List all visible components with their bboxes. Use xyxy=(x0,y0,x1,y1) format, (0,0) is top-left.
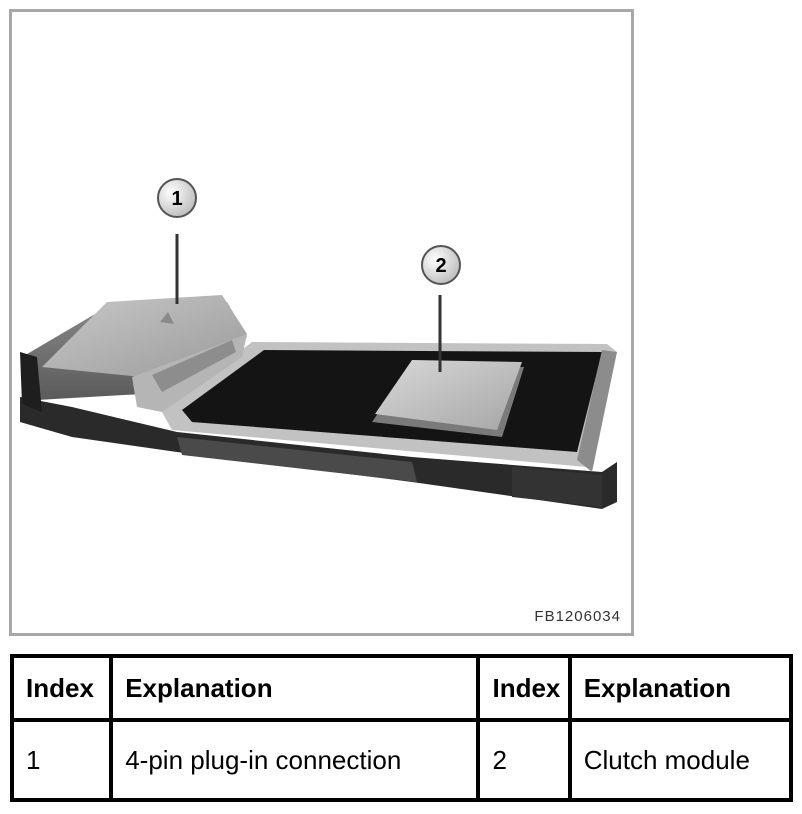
housing-end-block xyxy=(512,467,602,507)
callout-1-label: 1 xyxy=(171,188,182,210)
figure-code: FB1206034 xyxy=(534,608,621,625)
clutch-module-chip xyxy=(375,360,522,430)
component-illustration: 1 2 FB1206034 xyxy=(9,9,634,636)
legend-header-row: Index Explanation Index Explanation xyxy=(9,654,794,722)
header-index-2: Index xyxy=(476,654,572,722)
header-explanation-1: Explanation xyxy=(109,654,481,722)
cell-index-2: 2 xyxy=(476,718,572,802)
plug-arrow-marker xyxy=(160,312,174,324)
callout-2-label: 2 xyxy=(435,255,446,277)
cell-index-1: 1 xyxy=(9,718,114,802)
housing-lower-panel xyxy=(177,437,417,482)
clutch-module-drawing: 1 2 xyxy=(20,178,617,509)
legend-row: 1 4-pin plug-in connection 2 Clutch modu… xyxy=(9,718,794,802)
header-index-1: Index xyxy=(9,654,114,722)
callout-1-bubble xyxy=(157,178,197,218)
cell-explanation-1: 4-pin plug-in connection xyxy=(109,718,481,802)
plug-socket xyxy=(152,340,236,392)
header-explanation-2: Explanation xyxy=(567,654,794,722)
callout-2-bubble xyxy=(421,245,461,285)
legend-table: Index Explanation Index Explanation 1 4-… xyxy=(9,654,794,802)
plug-rear-clip xyxy=(20,352,42,412)
tray-right-wall xyxy=(577,350,617,472)
cell-explanation-2: Clutch module xyxy=(567,718,794,802)
plug-top xyxy=(42,295,247,377)
